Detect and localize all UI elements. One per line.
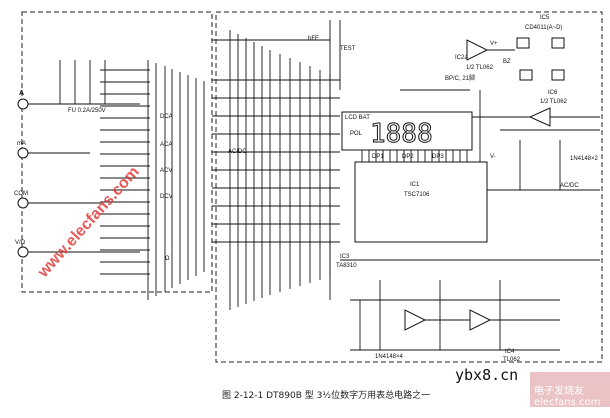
- terminal-com-label: COM: [14, 191, 28, 197]
- ic6-ref: IC6: [548, 90, 558, 96]
- ic3-label: TA8310: [336, 263, 357, 269]
- polarity-label: POL: [350, 131, 363, 137]
- circuit-schematic: LCD BAT POL 1888 DP1 DP2 DP3 IC1 TSC7106…: [14, 11, 603, 363]
- ic5-ref: IC5: [540, 15, 550, 21]
- lcd-label: LCD BAT: [345, 115, 370, 121]
- switch-dcv-label: DCV: [160, 194, 173, 200]
- dp3-label: DP3: [432, 154, 444, 160]
- switch-ohm-label: Ω: [165, 256, 170, 262]
- ic-tsc7106: IC1 TSC7106: [354, 161, 488, 243]
- acdc-label-2: AC/DC: [228, 149, 247, 155]
- vminus-label: V-: [490, 154, 496, 160]
- ic2a-label: 1/2 TL062: [466, 65, 494, 71]
- lcd-display: LCD BAT POL 1888: [341, 111, 473, 151]
- terminal-vohm-label: V/Ω: [15, 240, 26, 246]
- input-terminals: [17, 98, 29, 258]
- switch-aca-label: ACA: [160, 142, 172, 148]
- hfe-label: hFE: [308, 36, 319, 42]
- figure-caption: 图 2-12-1 DT890B 型 3½位数字万用表总电路之一: [222, 391, 431, 401]
- bp-label: BP/C, 21脚: [445, 74, 475, 82]
- acdc-label: AC/DC: [560, 183, 579, 189]
- dp1-label: DP1: [372, 154, 384, 160]
- ic6-label: 1/2 TL062: [540, 99, 568, 105]
- watermark-logo: 电子发烧友 elecfans.com: [530, 372, 610, 408]
- lcd-digits: 1888: [370, 119, 433, 149]
- terminal-ma-label: mA: [17, 141, 26, 147]
- watermark-site: ybx8.cn: [455, 366, 519, 384]
- opamps: [404, 37, 565, 331]
- ic1-type: TSC7106: [404, 192, 430, 198]
- ic4-ref: IC4: [505, 349, 515, 355]
- ic3-ref: IC3: [340, 254, 350, 260]
- diodes4-label: 1N4148×4: [375, 354, 404, 360]
- wires: [28, 20, 600, 351]
- dp2-label: DP2: [402, 154, 414, 160]
- buzzer-label: BZ: [503, 59, 511, 65]
- vplus-label: V+: [490, 41, 498, 47]
- diodes-label: 1N4148×2: [570, 156, 599, 162]
- switch-acv-label: ACV: [160, 168, 172, 174]
- ic4-label: TL062: [503, 357, 521, 363]
- ic2a-ref: IC2a: [455, 55, 468, 61]
- terminal-a-label: A: [19, 90, 24, 97]
- fuse-label: FU 0.2A/250V: [68, 108, 106, 114]
- ic1-ref: IC1: [410, 182, 420, 188]
- switch-dca-label: DCA: [160, 114, 173, 120]
- test-label: TEST: [340, 46, 356, 52]
- watermark-logo-text: 电子发烧友 elecfans.com: [534, 386, 601, 408]
- ic5-label: CD4011(A~D): [525, 25, 562, 31]
